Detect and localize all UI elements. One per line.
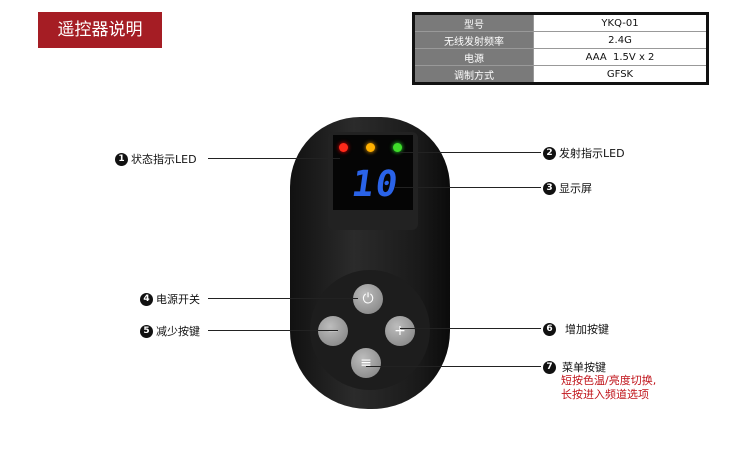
callout-number: 7 [543, 360, 556, 374]
callout-number: 5 [140, 324, 153, 338]
spec-key: 电源 [413, 48, 534, 66]
menu-note: 短按色温/亮度切换, 长按进入频道选项 [561, 374, 656, 402]
spec-key: 调制方式 [413, 65, 534, 84]
callout-number: 1 [115, 152, 128, 166]
transmit-led-green [393, 143, 402, 152]
spec-key: 型号 [413, 13, 534, 32]
callout-line [395, 187, 541, 188]
power-button[interactable]: ⏻ [353, 284, 383, 314]
plus-button[interactable]: + [385, 316, 415, 346]
callout-line [208, 298, 358, 299]
spec-value: GFSK [533, 65, 708, 84]
label-text: 减少按键 [156, 325, 200, 338]
menu-note-line: 长按进入频道选项 [561, 388, 649, 401]
label-text: 显示屏 [559, 182, 592, 195]
callout-line [366, 366, 541, 367]
menu-note-line: 短按色温/亮度切换, [561, 374, 657, 387]
callout-number: 3 [543, 181, 556, 195]
label-plus: 6 增加按键 [543, 321, 609, 337]
callout-number: 2 [543, 146, 556, 160]
menu-button[interactable]: ≡ [351, 348, 381, 378]
label-text: 发射指示LED [559, 147, 625, 160]
spec-value: YKQ-01 [533, 13, 708, 32]
spec-value: 2.4G [533, 31, 708, 49]
label-text: 电源开关 [156, 293, 200, 306]
callout-line [400, 328, 541, 329]
display-digits: 10 [349, 164, 403, 205]
label-text: 状态指示LED [131, 153, 197, 166]
minus-button[interactable]: − [318, 316, 348, 346]
callout-line [400, 152, 541, 153]
label-text: 增加按键 [565, 323, 609, 336]
status-led-yellow [366, 143, 375, 152]
page-title: 遥控器说明 [38, 12, 162, 48]
label-menu: 7 菜单按键 [543, 359, 606, 375]
label-text: 菜单按键 [562, 361, 606, 374]
status-led-red [339, 143, 348, 152]
callout-number: 4 [140, 292, 153, 306]
callout-number: 6 [543, 322, 556, 336]
callout-line [208, 158, 340, 159]
spec-value: AAA 1.5V x 2 [533, 48, 708, 66]
callout-line [208, 330, 338, 331]
spec-key: 无线发射频率 [413, 31, 534, 49]
